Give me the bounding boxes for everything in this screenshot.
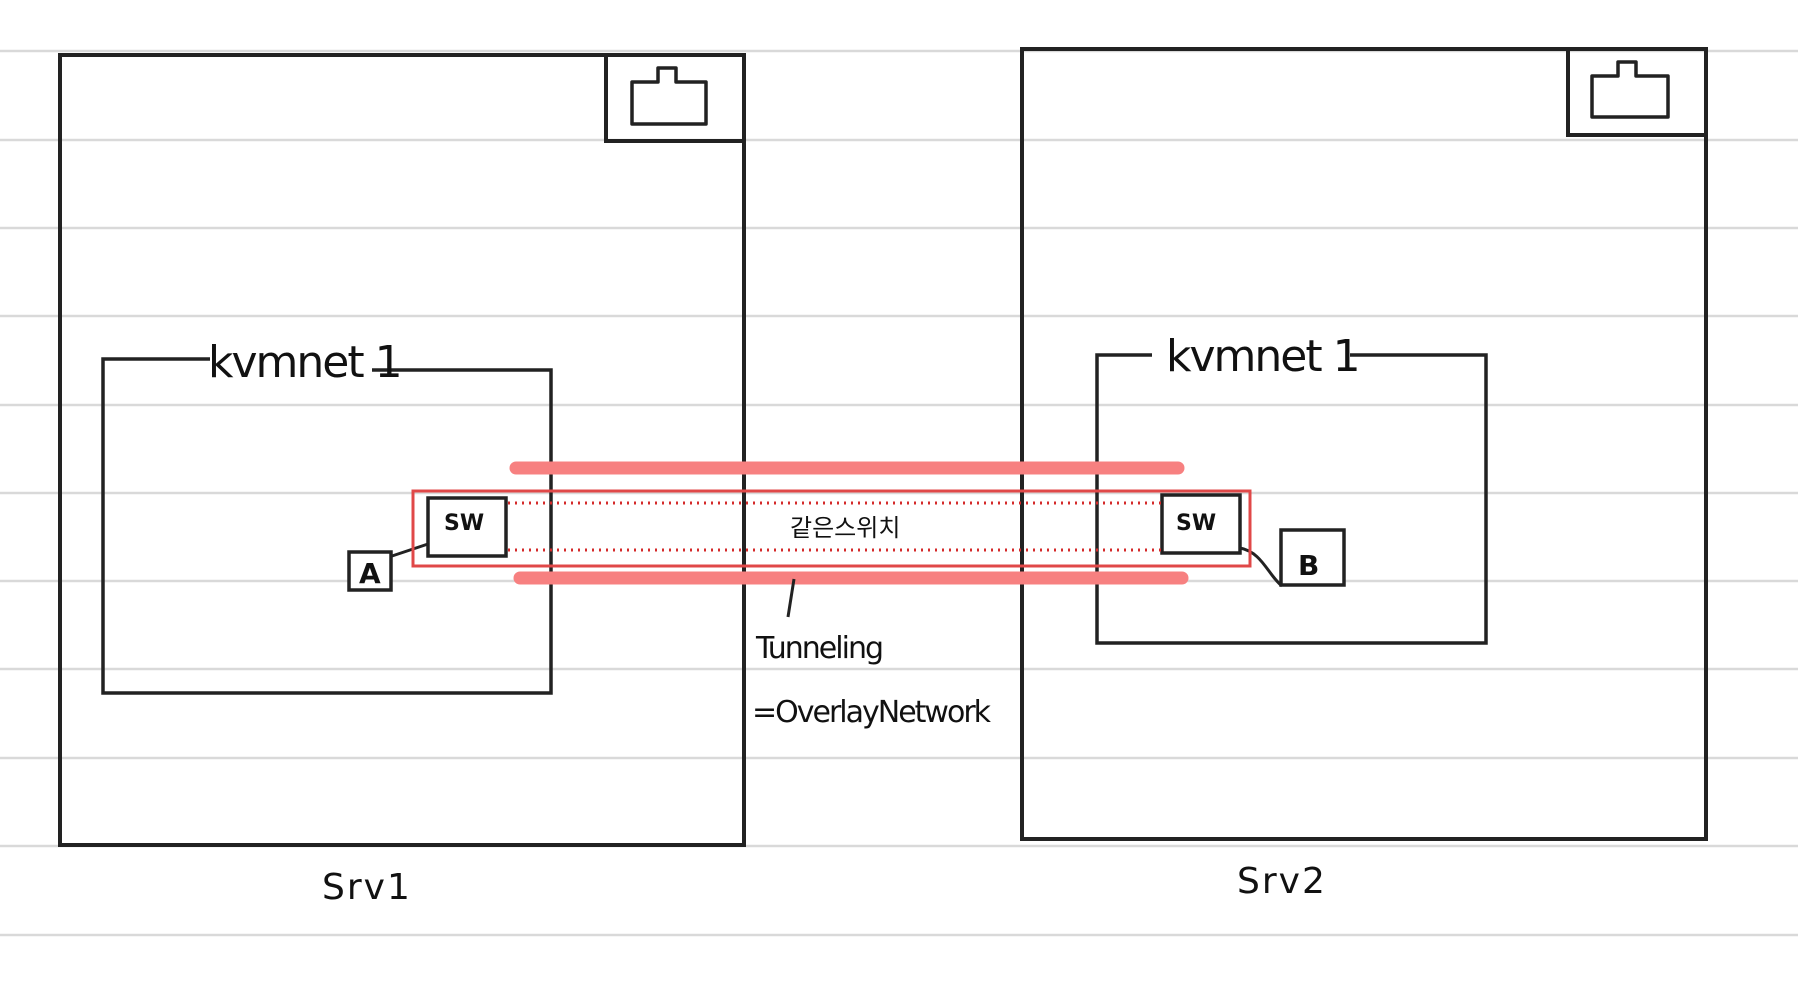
server-1-switch-label: SW bbox=[444, 511, 484, 536]
server-1-frame bbox=[58, 53, 746, 847]
server-2-network-label: kvmnet 1 bbox=[1166, 331, 1359, 382]
server-2-switch bbox=[1160, 493, 1242, 555]
server-2-label: Srv2 bbox=[1237, 861, 1327, 902]
server-2-frame bbox=[1020, 47, 1708, 841]
server-1-label: Srv1 bbox=[322, 867, 412, 908]
server-2-vm-node bbox=[1279, 528, 1346, 587]
server-1-vm-link bbox=[391, 542, 429, 558]
server-1-network-box bbox=[101, 357, 553, 695]
server-1-vm-node bbox=[347, 550, 393, 592]
tunnel-pointer-line bbox=[786, 578, 796, 618]
tunnel-outline bbox=[411, 489, 1252, 568]
server-1-corner-box bbox=[604, 53, 746, 143]
server-1-switch bbox=[426, 496, 508, 558]
server-2-network-box bbox=[1095, 353, 1488, 645]
tunnel-center-label: 같은스위치 bbox=[790, 514, 900, 542]
server-2: kvmnet 1 SW B Srv2 bbox=[1020, 47, 1708, 902]
tunnel-equivalent-label: =OverlayNetwork bbox=[752, 695, 992, 730]
server-1: kvmnet 1 SW A Srv1 bbox=[58, 53, 746, 908]
server-2-corner-box bbox=[1566, 47, 1708, 137]
tunnel-name-label: Tunneling bbox=[755, 631, 882, 666]
server-1-chassis-icon bbox=[630, 66, 708, 126]
server-2-vm-label: B bbox=[1298, 549, 1319, 582]
ruled-lines bbox=[0, 49, 1798, 937]
server-1-network-label: kvmnet 1 bbox=[208, 337, 401, 388]
server-2-vm-link bbox=[1239, 546, 1283, 588]
server-2-chassis-icon bbox=[1590, 60, 1670, 119]
server-1-vm-label: A bbox=[359, 557, 381, 590]
tunnel: 같은스위치 Tunneling =OverlayNetwork bbox=[411, 461, 1252, 730]
server-2-switch-label: SW bbox=[1176, 511, 1216, 536]
